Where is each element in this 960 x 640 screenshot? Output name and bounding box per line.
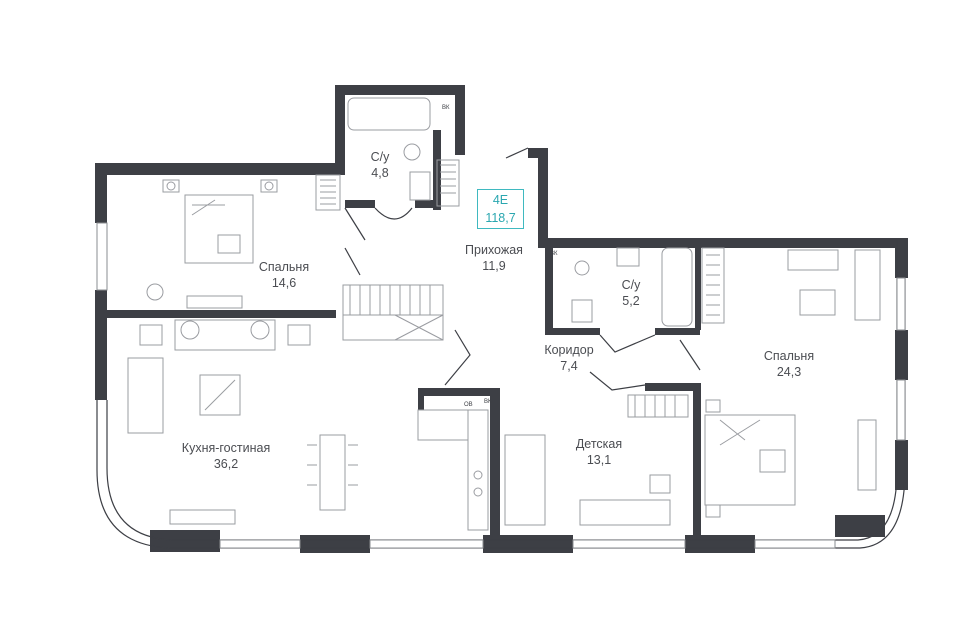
windows (96, 222, 906, 549)
walls (95, 85, 908, 553)
unit-code: 4Е (492, 193, 509, 207)
furniture-kitchen (417, 409, 489, 531)
shaft-tag-ob-2: ОВ (464, 402, 473, 408)
furniture-nursery (504, 394, 689, 526)
furniture-bedroom-right (701, 247, 881, 518)
furniture-bath-1 (347, 97, 460, 207)
shaft-tag-vk-3: ВК (484, 399, 492, 405)
curved-facade (96, 240, 906, 549)
shaft-tag-ob-1: ОВ (424, 91, 433, 97)
furniture-living (127, 284, 444, 525)
furniture-bath-2 (571, 247, 693, 327)
doors (344, 147, 701, 391)
furniture-bedroom-left (146, 174, 341, 309)
unit-total-area: 118,7 (485, 211, 516, 225)
shaft-tag-vk-2: ВК (550, 251, 558, 257)
unit-badge: 4Е 118,7 (477, 189, 524, 229)
shaft-tag-vk-1: ВК (442, 105, 450, 111)
